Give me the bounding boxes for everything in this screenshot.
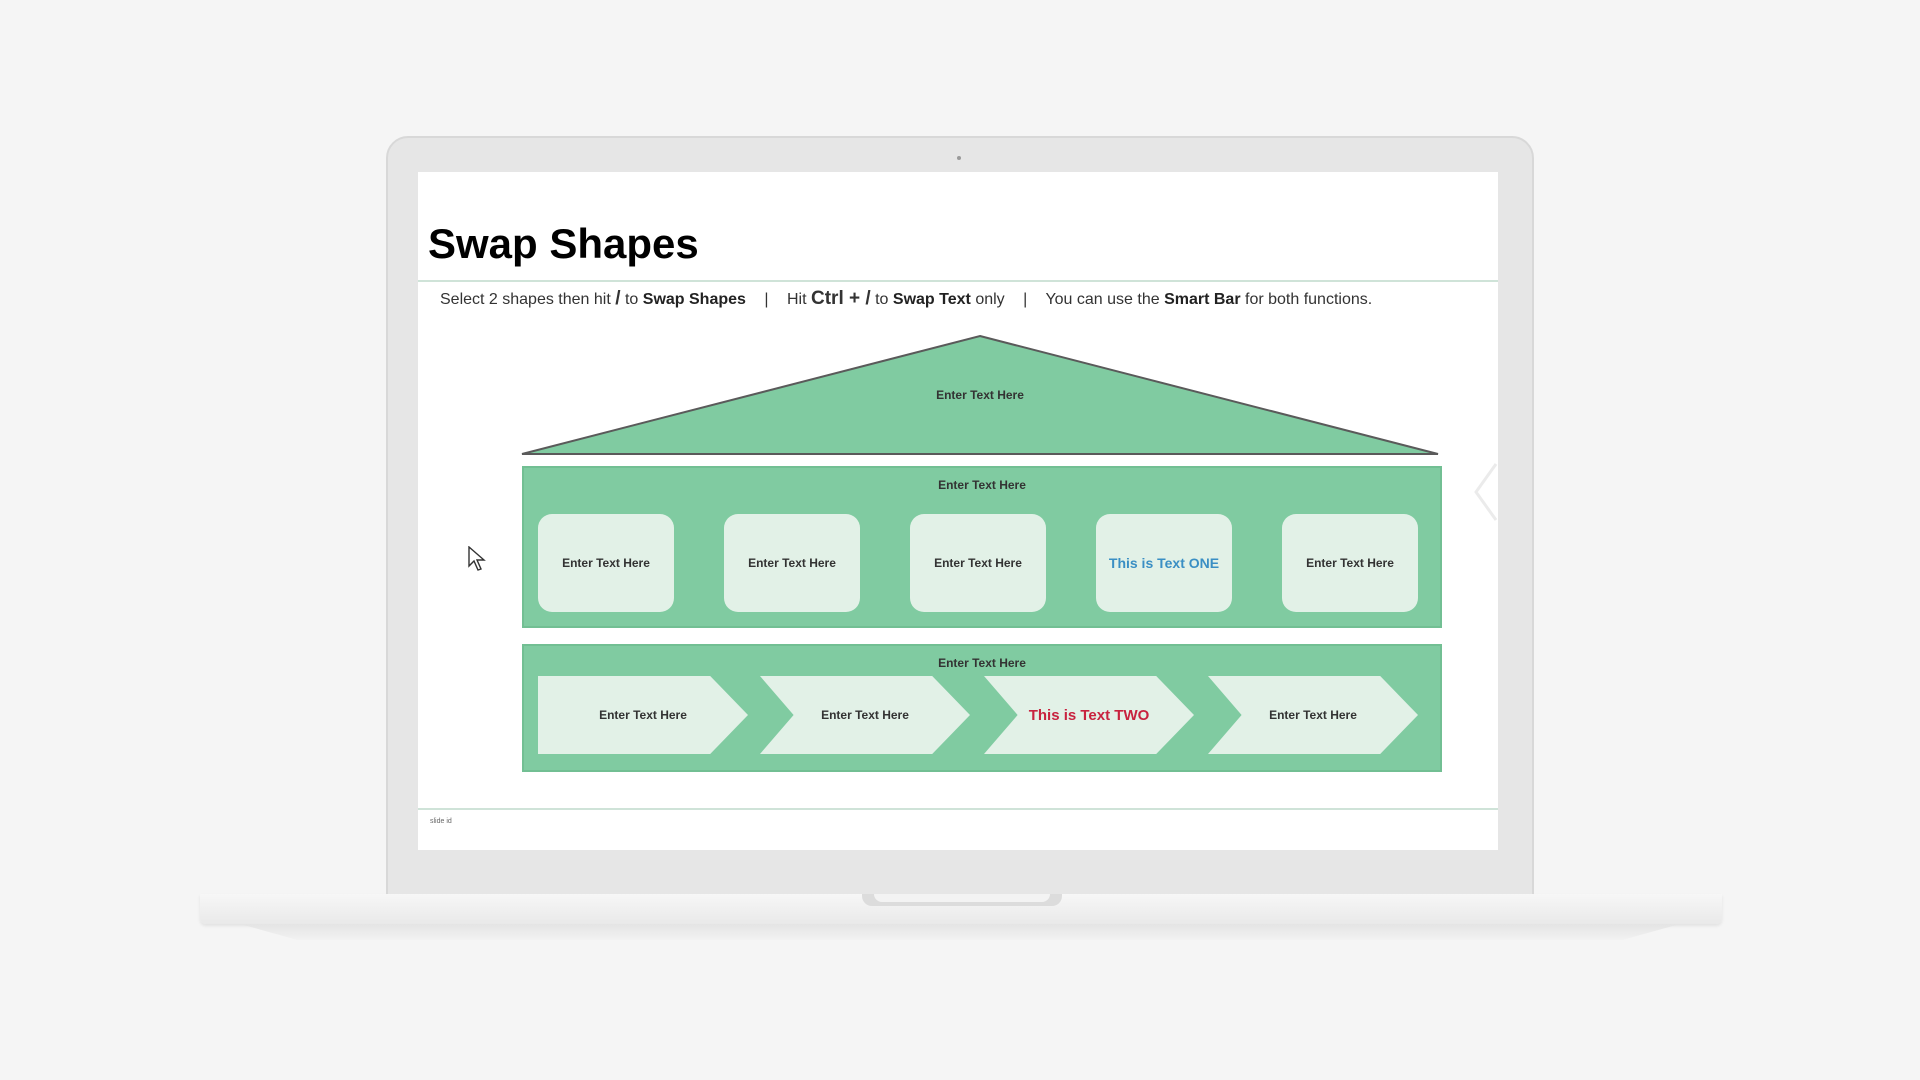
mouse-pointer-icon: [468, 546, 486, 571]
chevron-4[interactable]: Enter Text Here: [1208, 676, 1418, 754]
instruction-part7: for both functions.: [1245, 291, 1373, 308]
rounded-box-5[interactable]: Enter Text Here: [1282, 514, 1418, 612]
action-swap-text: Swap Text: [892, 291, 971, 308]
middle-band-shape[interactable]: Enter Text Here Enter Text Here Enter Te…: [522, 466, 1442, 628]
instruction-part5: only: [975, 291, 1005, 308]
instruction-part2: to: [624, 291, 639, 308]
instruction-part3: Hit: [786, 291, 807, 308]
roof-text: Enter Text Here: [936, 388, 1024, 402]
separator: |: [1023, 291, 1028, 308]
rounded-box-3[interactable]: Enter Text Here: [910, 514, 1046, 612]
shortcut-key-slash: /: [615, 288, 621, 309]
chevron-left-icon: [1474, 463, 1498, 521]
band-label: Enter Text Here: [938, 478, 1026, 492]
action-swap-shapes: Swap Shapes: [642, 291, 746, 308]
laptop-hinge-inner: [874, 894, 1050, 902]
band-label: Enter Text Here: [938, 656, 1026, 670]
laptop-screen: Swap Shapes Select 2 shapes then hit / t…: [418, 172, 1498, 850]
instruction-part6: You can use the: [1045, 291, 1160, 308]
chevron-3[interactable]: This is Text TWO: [984, 676, 1194, 754]
instruction-line: Select 2 shapes then hit / to Swap Shape…: [440, 288, 1372, 310]
title-divider: [418, 280, 1498, 282]
footer-divider: [418, 808, 1498, 810]
webcam-dot: [957, 156, 961, 160]
roof-triangle-shape[interactable]: [520, 334, 1440, 456]
separator: |: [764, 291, 769, 308]
slide-title: Swap Shapes: [428, 220, 699, 267]
footer-text: slide id: [430, 818, 452, 825]
shortcut-key-ctrl-slash: Ctrl + /: [811, 288, 871, 309]
laptop-base-edge: [240, 924, 1680, 940]
chevron-2[interactable]: Enter Text Here: [760, 676, 970, 754]
instruction-part4: to: [875, 291, 889, 308]
instruction-part1: Select 2 shapes then hit: [440, 291, 611, 308]
bottom-band-shape[interactable]: Enter Text Here Enter Text Here Enter Te…: [522, 644, 1442, 772]
smart-bar-label: Smart Bar: [1164, 291, 1241, 308]
rounded-box-1[interactable]: Enter Text Here: [538, 514, 674, 612]
rounded-box-4[interactable]: This is Text ONE: [1096, 514, 1232, 612]
chevron-1[interactable]: Enter Text Here: [538, 676, 748, 754]
rounded-box-2[interactable]: Enter Text Here: [724, 514, 860, 612]
